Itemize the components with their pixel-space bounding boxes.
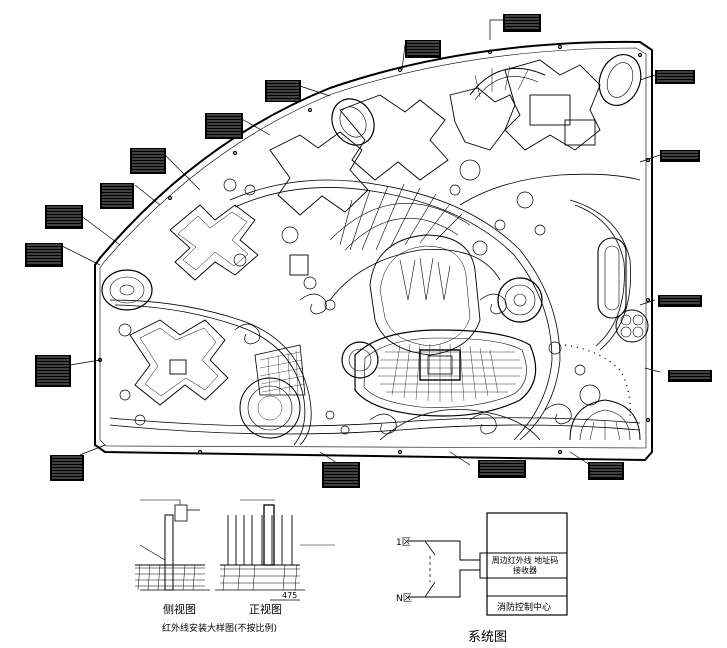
legend-block [35, 355, 71, 387]
zone-n-label: N区 [396, 594, 412, 604]
side-view-label: 侧视图 [163, 603, 196, 616]
paved-zones [254, 344, 306, 396]
arc-pergola [329, 183, 471, 251]
legend-block [503, 14, 541, 32]
front-view-label: 正视图 [249, 603, 282, 616]
system-diagram-title: 系统图 [468, 630, 508, 645]
legend-block [655, 70, 695, 84]
legend-block [588, 462, 624, 480]
legend-block [50, 455, 84, 481]
legend-block [322, 462, 360, 488]
legend-block [478, 460, 526, 478]
side-view-detail [135, 499, 210, 591]
legend-block [100, 183, 134, 209]
system-diagram [408, 512, 568, 616]
plan-leader-lines [59, 19, 661, 466]
control-center-label: 消防控制中心 [497, 603, 552, 613]
legend-block [25, 243, 63, 267]
legend-block [45, 205, 83, 229]
legend-block [405, 40, 441, 58]
zone-1-label: 1区 [396, 538, 411, 548]
front-view-detail [215, 499, 335, 601]
receiver-label: 周边红外线 地址码接收器 [491, 556, 559, 575]
legend-block [660, 150, 700, 162]
central-plaza [354, 234, 537, 417]
legend-block [205, 113, 243, 139]
legend-block [658, 295, 702, 307]
dimension-label: 475 [282, 591, 298, 600]
legend-block [668, 370, 712, 382]
circular-features [101, 54, 649, 441]
details-caption: 红外线安装大样图(不按比例) [162, 624, 278, 634]
legend-block [130, 148, 166, 174]
legend-blocks [25, 14, 712, 488]
curved-paths [109, 173, 641, 446]
site-boundary [94, 40, 653, 462]
